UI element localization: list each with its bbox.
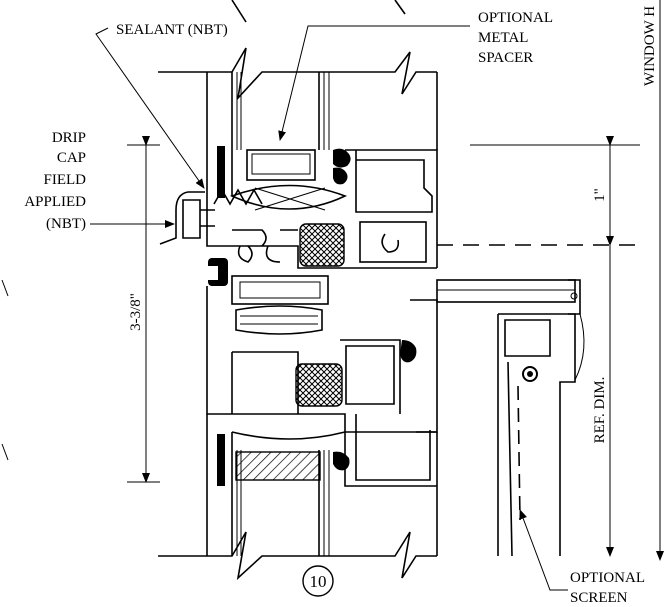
- detail-number-badge: 10: [302, 565, 334, 597]
- drip-cap-label-1: DRIP: [52, 130, 86, 146]
- upper-sash: [159, 146, 438, 486]
- screen-frame: [436, 279, 585, 557]
- upper-glazing: [158, 0, 438, 196]
- drip-cap-label-4: APPLIED: [24, 194, 86, 210]
- window-height-label: WINDOW H: [642, 6, 658, 86]
- metal-spacer-label-3: SPACER: [478, 50, 533, 66]
- metal-spacer-label-2: METAL: [478, 30, 528, 46]
- dim-overall-label: 3-3/8": [128, 293, 144, 331]
- drip-cap-label-2: CAP: [57, 150, 86, 166]
- lower-sash: [231, 414, 437, 487]
- meeting-rail: [206, 258, 438, 433]
- sealant-label: SEALANT (NBT): [116, 22, 228, 38]
- metal-spacer-label-1: OPTIONAL: [478, 10, 553, 26]
- detail-number: 10: [310, 572, 327, 591]
- lower-glazing: [158, 414, 438, 581]
- optional-screen-label-2: SCREEN: [570, 590, 628, 606]
- drip-cap-label-3: FIELD: [44, 172, 87, 188]
- leaders: [90, 25, 568, 591]
- optional-screen-label-1: OPTIONAL: [570, 570, 645, 586]
- dimensions: [1, 0, 664, 561]
- drip-cap-label-5: (NBT): [46, 216, 86, 232]
- dim-one-inch-label: 1": [592, 188, 608, 202]
- ref-dim-label: REF. DIM.: [592, 377, 608, 444]
